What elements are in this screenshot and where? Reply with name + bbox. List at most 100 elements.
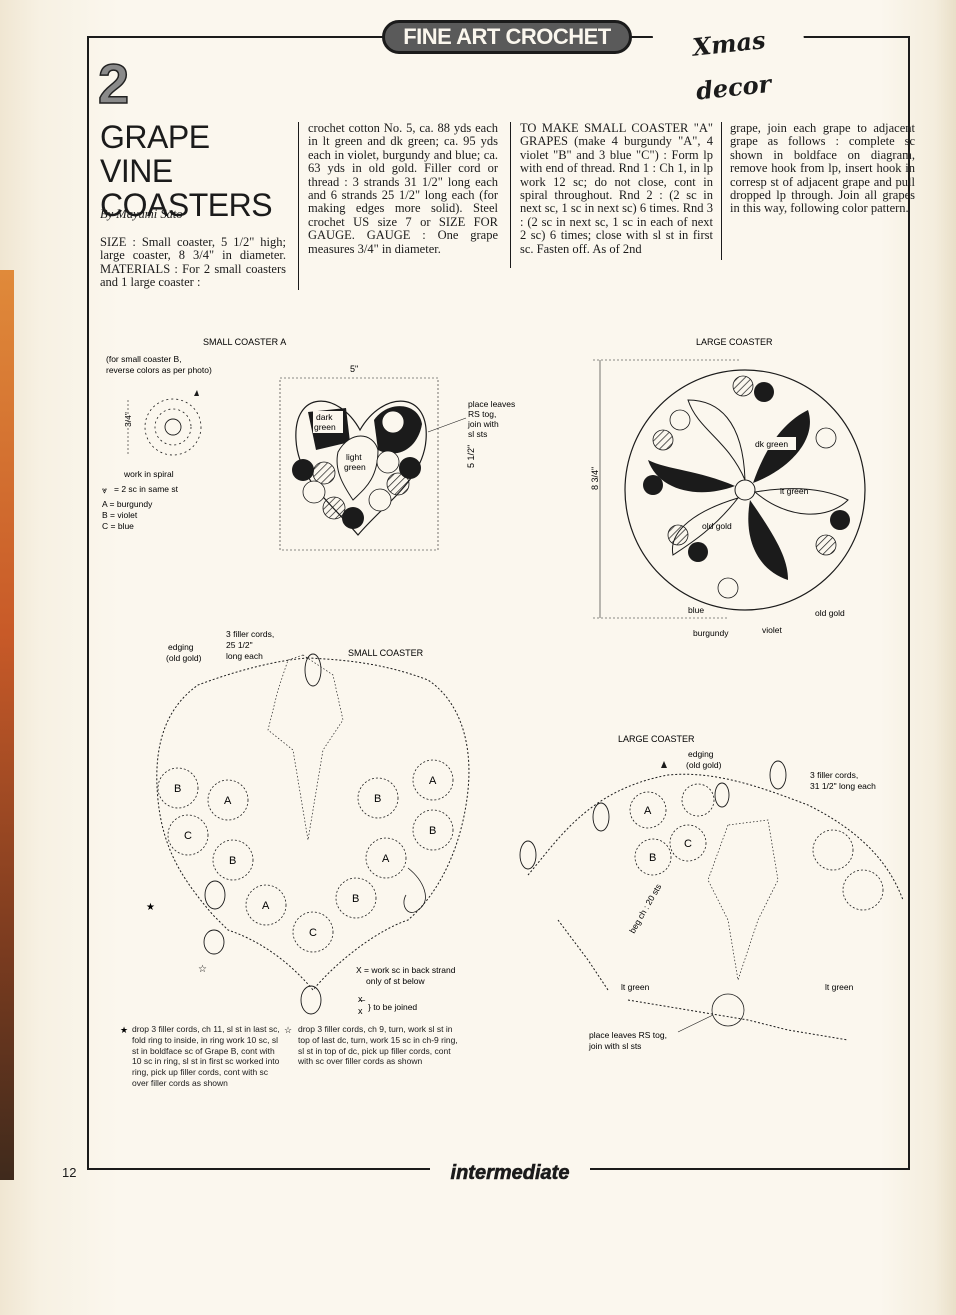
spiral-grape <box>144 398 202 456</box>
grape <box>399 457 421 479</box>
grape-a <box>365 837 407 879</box>
svg-text:★: ★ <box>120 1025 128 1035</box>
spiral-label: work in spiral <box>123 469 174 479</box>
outline-star-instruction: drop 3 filler cords, ch 9, turn, work sl… <box>298 1024 458 1067</box>
legend-back-strand-2: only of st below <box>366 976 425 986</box>
leaf-stitches <box>707 819 779 981</box>
small-chart-title: SMALL COASTER <box>348 648 424 658</box>
leaf-stitches <box>267 654 344 841</box>
width-label: 5" <box>350 364 358 374</box>
grape-a <box>412 759 454 801</box>
place-leaves-1: place leaves <box>468 399 515 409</box>
pattern-diagrams: SMALL COASTER A (for small coaster B, re… <box>102 337 904 1088</box>
svg-text:C: C <box>684 838 692 850</box>
svg-text:B: B <box>174 783 181 795</box>
title-line-2: COASTERS <box>100 187 273 223</box>
grape-b <box>212 839 254 881</box>
small-chart-outline <box>156 657 470 991</box>
small-filler-3: long each <box>226 651 263 661</box>
skill-level-badge: intermediate <box>430 1158 590 1188</box>
large-filler-2: 31 1/2" long each <box>810 781 876 791</box>
svg-text:B: B <box>374 793 381 805</box>
grape <box>812 829 854 871</box>
large-burgundy: burgundy <box>693 628 729 638</box>
leaf <box>753 488 849 515</box>
large-edging-2: (old gold) <box>686 760 722 770</box>
grape <box>386 472 410 496</box>
grape <box>292 459 314 481</box>
grape <box>830 510 850 530</box>
grape-c <box>167 814 209 856</box>
large-chart-title: LARGE COASTER <box>618 734 695 744</box>
svg-text:A: A <box>262 900 270 912</box>
small-coaster-a-diagram: SMALL COASTER A (for small coaster B, re… <box>102 337 515 551</box>
grape <box>381 410 405 434</box>
grape <box>667 524 689 546</box>
ring-motif <box>203 929 225 955</box>
grape <box>688 542 708 562</box>
large-coaster-stitch-chart: LARGE COASTER edging (old gold) 3 filler… <box>519 734 904 1051</box>
place-leaves-2: RS tog, <box>468 409 496 419</box>
small-filler-1: 3 filler cords, <box>226 629 274 639</box>
dark-green-label-2: green <box>314 422 336 432</box>
star-symbol: ★ <box>146 902 155 913</box>
large-edging-1: edging <box>688 749 714 759</box>
svg-text:A: A <box>429 775 437 787</box>
column-divider <box>298 122 299 290</box>
height-label: 5 1/2" <box>466 445 476 468</box>
small-coaster-stitch-chart: 3 filler cords, 25 1/2" long each edging… <box>120 629 470 1088</box>
column-divider <box>721 122 722 260</box>
large-size-label: 8 3/4" <box>590 467 600 490</box>
page-number: 12 <box>62 1165 77 1180</box>
svg-text:B: B <box>649 852 656 864</box>
grape <box>681 783 715 817</box>
grape <box>376 450 400 474</box>
svg-text:x: x <box>358 1006 363 1016</box>
place-leaves-3: join with <box>467 419 499 429</box>
svg-text:x̶: x̶ <box>358 994 366 1004</box>
title-line-1: GRAPE VINE <box>100 119 210 189</box>
grape <box>368 488 392 512</box>
svg-text:C: C <box>309 927 317 939</box>
large-outline <box>624 369 866 611</box>
grape-a <box>207 779 249 821</box>
large-lt-green-1: lt green <box>621 982 650 992</box>
legend-2sc: = 2 sc in same st <box>114 484 179 494</box>
ring-motif <box>592 802 610 832</box>
book-spine <box>0 270 14 1180</box>
byline: By Mayumi Sato <box>100 207 183 221</box>
small-a-title: SMALL COASTER A <box>203 337 286 347</box>
pattern-number: 2 <box>97 52 130 115</box>
grape-c <box>292 911 334 953</box>
grape-b <box>412 809 454 851</box>
large-chart-outline <box>527 773 904 901</box>
text-column-1: SIZE : Small coaster, 5 1/2" high; large… <box>100 235 286 290</box>
large-lt-green-2: lt green <box>825 982 854 992</box>
grape <box>842 869 884 911</box>
leaf <box>648 460 735 493</box>
grape <box>322 496 346 520</box>
legend-a: A = burgundy <box>102 499 153 509</box>
small-a-note: (for small coaster B, <box>106 354 182 364</box>
large-place-leaves-1: place leaves RS tog, <box>589 1030 667 1040</box>
large-title: LARGE COASTER <box>696 337 773 347</box>
grape-b <box>157 767 199 809</box>
grape <box>652 429 674 451</box>
text-column-4: grape, join each grape to adjacent grape… <box>730 121 915 216</box>
large-blue: blue <box>688 605 704 615</box>
svg-text:A: A <box>224 795 232 807</box>
large-coaster-diagram: LARGE COASTER 8 3/4" dk green lt green o… <box>590 337 866 638</box>
text-column-2: crochet cotton No. 5, ca. 88 yds each in… <box>308 121 498 256</box>
svg-text:☆: ☆ <box>284 1025 292 1035</box>
grape <box>342 507 364 529</box>
leaf <box>748 500 788 580</box>
series-banner: FINE ART CROCHET <box>382 20 632 54</box>
beg-chain-label: beg ch : 20 sts <box>627 882 663 935</box>
grape <box>717 577 739 599</box>
small-filler-2: 25 1/2" <box>226 640 253 650</box>
light-leaf <box>336 435 379 501</box>
series-title: FINE ART CROCHET <box>403 24 611 49</box>
grape <box>732 375 754 397</box>
dark-green-label-1: dark <box>316 412 333 422</box>
